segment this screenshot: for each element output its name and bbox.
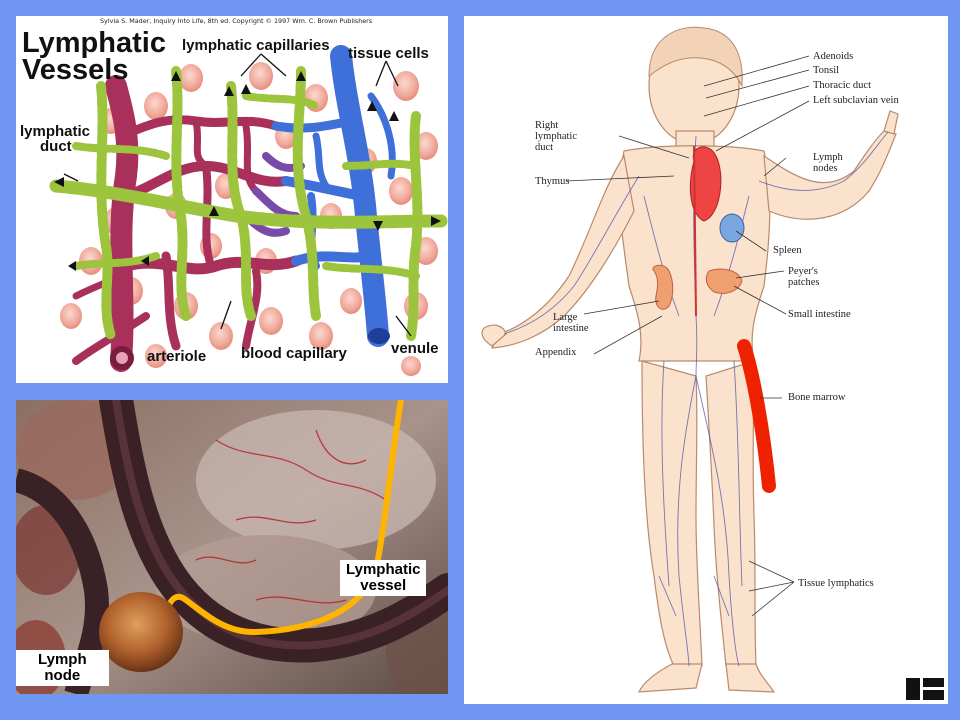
label-left-subclavian-vein: Left subclavian vein bbox=[813, 95, 899, 106]
lymph-nodes-line-2: nodes bbox=[813, 163, 838, 174]
body-label-pointers bbox=[565, 55, 810, 617]
label-lymph-nodes: Lymph nodes bbox=[813, 152, 843, 174]
lymphatic-vessels-panel: Sylvia S. Mader, Inquiry Into Life, 8th … bbox=[16, 16, 448, 383]
lymph-network bbox=[503, 131, 889, 667]
label-adenoids: Adenoids bbox=[813, 51, 854, 62]
spleen-shape bbox=[719, 213, 745, 243]
lymphatic-vessel-line-1: Lymphatic bbox=[346, 561, 421, 578]
heart-shape bbox=[689, 146, 722, 222]
label-arteriole: arteriole bbox=[147, 348, 207, 365]
venule-opening bbox=[368, 328, 390, 344]
dissection-photo-panel: Lymphatic vessel Lymph node bbox=[16, 400, 448, 694]
lymphatic-vessels-title: Lymphatic Vessels bbox=[22, 27, 166, 86]
large-intestine-line-2: intestine bbox=[553, 323, 589, 334]
label-spleen: Spleen bbox=[773, 245, 802, 256]
label-bone-marrow: Bone marrow bbox=[788, 392, 846, 403]
lymph-node-shape bbox=[99, 592, 183, 672]
publisher-logo bbox=[906, 678, 944, 700]
right-lymphatic-duct-line-1: Right bbox=[535, 120, 559, 131]
lymph-nodes-line-1: Lymph bbox=[813, 152, 843, 163]
lymphatic-vessels-illustration bbox=[49, 45, 448, 376]
label-large-intestine: Large intestine bbox=[553, 312, 589, 334]
label-lymph-node: Lymph node bbox=[16, 650, 109, 686]
title-line-1: Lymphatic bbox=[22, 27, 166, 59]
flow-arrows bbox=[54, 71, 441, 271]
lymphatic-capillaries bbox=[49, 66, 448, 341]
lymphatic-duct-line-2: duct bbox=[40, 138, 72, 155]
label-lymphatic-duct: lymphatic duct bbox=[20, 124, 90, 154]
peyers-patches-line-1: Peyer's bbox=[788, 266, 818, 277]
intestine-shapes bbox=[652, 264, 743, 310]
hair bbox=[648, 26, 743, 88]
label-small-intestine: Small intestine bbox=[788, 309, 851, 320]
label-lymphatic-capillaries: lymphatic capillaries bbox=[182, 37, 330, 54]
bone-marrow-shape bbox=[737, 339, 776, 493]
label-appendix: Appendix bbox=[535, 347, 577, 358]
thoracic-duct-line bbox=[693, 145, 697, 317]
body-illustration bbox=[481, 26, 899, 693]
label-lymphatic-vessel: Lymphatic vessel bbox=[340, 560, 427, 596]
lymph-node-line-2: node bbox=[44, 667, 81, 684]
label-thymus: Thymus bbox=[535, 176, 570, 187]
lymphatic-system-body-panel: Adenoids Tonsil Thoracic duct Left subcl… bbox=[464, 16, 948, 704]
title-line-2: Vessels bbox=[22, 54, 129, 86]
label-right-lymphatic-duct: Right lymphatic duct bbox=[535, 120, 577, 153]
blood-vessels bbox=[195, 429, 387, 604]
right-lymphatic-duct-line-3: duct bbox=[535, 142, 554, 153]
lymphatic-duct-line-1: lymphatic bbox=[20, 123, 91, 140]
label-tissue-lymphatics: Tissue lymphatics bbox=[798, 578, 874, 589]
lymphatic-vessel-line-2: vessel bbox=[360, 577, 407, 594]
copyright-credit: Sylvia S. Mader, Inquiry Into Life, 8th … bbox=[100, 17, 373, 25]
large-intestine-line-1: Large bbox=[553, 312, 578, 323]
label-peyers-patches: Peyer's patches bbox=[788, 266, 820, 288]
lymphatic-vessel-yellow bbox=[163, 400, 404, 636]
peyers-patches-line-2: patches bbox=[788, 277, 820, 288]
label-venule: venule bbox=[391, 340, 439, 357]
label-thoracic-duct: Thoracic duct bbox=[813, 80, 872, 91]
label-tonsil: Tonsil bbox=[813, 65, 840, 76]
lymph-node-line-1: Lymph bbox=[38, 651, 87, 668]
label-blood-capillary: blood capillary bbox=[241, 345, 347, 362]
body-silhouette bbox=[481, 27, 899, 693]
right-lymphatic-duct-line-2: lymphatic bbox=[535, 131, 577, 142]
label-pointers bbox=[63, 53, 412, 337]
label-tissue-cells: tissue cells bbox=[348, 45, 429, 62]
